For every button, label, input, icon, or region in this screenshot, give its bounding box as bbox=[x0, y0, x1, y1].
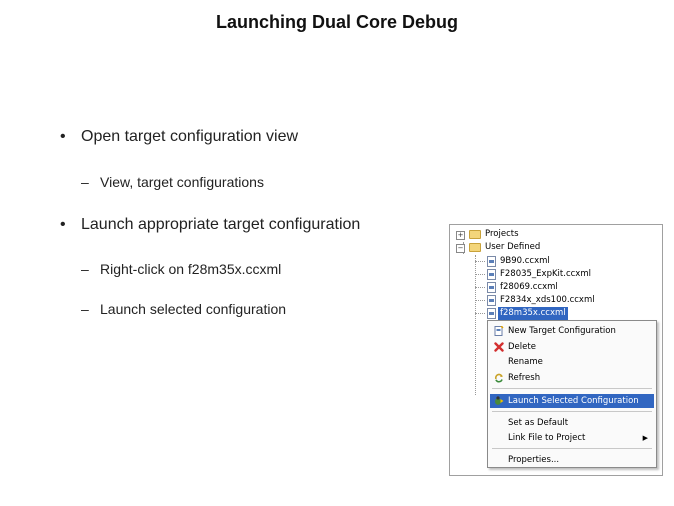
menu-item-label: Refresh bbox=[508, 373, 541, 383]
bullet-marker: • bbox=[60, 216, 66, 233]
menu-item-label: Delete bbox=[508, 342, 536, 352]
tree-connector bbox=[475, 255, 476, 395]
menu-item-label: Set as Default bbox=[508, 418, 569, 428]
tree-item-label: Projects bbox=[485, 229, 519, 239]
ccxml-file-icon bbox=[487, 269, 496, 280]
menu-item-refresh[interactable]: Refresh bbox=[490, 371, 654, 385]
tree-connector bbox=[475, 300, 485, 301]
submenu-arrow-icon: ▶ bbox=[642, 434, 648, 442]
sub-bullet-marker: – bbox=[81, 301, 89, 317]
ccxml-file-icon bbox=[487, 256, 496, 267]
menu-item-label: Properties... bbox=[508, 455, 560, 465]
menu-separator bbox=[492, 448, 652, 449]
tree-connector bbox=[475, 287, 485, 288]
menu-item-label: Link File to Project bbox=[508, 433, 586, 443]
sub-bullet-marker: – bbox=[81, 261, 89, 277]
open-folder-icon bbox=[469, 243, 481, 252]
collapse-icon[interactable]: − bbox=[456, 244, 465, 253]
bullet-text: Launch appropriate target configuration bbox=[81, 216, 361, 233]
sub-bullet-marker: – bbox=[81, 174, 89, 190]
sub-bullet-text: View, target configurations bbox=[100, 174, 264, 190]
menu-item-set-as-default[interactable]: Set as Default bbox=[490, 416, 654, 430]
tree-item-label: 9B90.ccxml bbox=[500, 256, 550, 266]
sub-bullet-text: Right-click on f28m35x.ccxml bbox=[100, 261, 282, 277]
menu-item-launch-selected-configuration[interactable]: Launch Selected Configuration bbox=[490, 394, 654, 408]
tree-item-label: User Defined bbox=[485, 242, 541, 252]
menu-item-label: New Target Configuration bbox=[508, 326, 616, 336]
ccxml-file-icon bbox=[487, 282, 496, 293]
slide-title: Launching Dual Core Debug bbox=[215, 12, 458, 32]
context-menu: New Target Configuration Delete Rename R… bbox=[487, 320, 657, 468]
tree-connector bbox=[475, 274, 485, 275]
menu-item-label: Rename bbox=[508, 357, 543, 367]
menu-separator bbox=[492, 411, 652, 412]
ccxml-file-icon bbox=[487, 295, 496, 306]
bullet-marker: • bbox=[60, 128, 66, 145]
menu-item-properties[interactable]: Properties... bbox=[490, 453, 654, 467]
tree-item-label: f28m35x.ccxml bbox=[498, 307, 568, 320]
folder-icon bbox=[469, 230, 481, 239]
menu-item-rename[interactable]: Rename bbox=[490, 355, 654, 369]
menu-separator bbox=[492, 388, 652, 389]
tree-item-label: F28035_ExpKit.ccxml bbox=[500, 269, 591, 279]
menu-item-new-target-configuration[interactable]: New Target Configuration bbox=[490, 324, 654, 338]
menu-item-label: Launch Selected Configuration bbox=[508, 396, 639, 406]
ccxml-file-icon bbox=[487, 308, 496, 319]
tree-item-label: f28069.ccxml bbox=[500, 282, 558, 292]
tree-item-label: F2834x_xds100.ccxml bbox=[500, 295, 595, 305]
refresh-icon bbox=[494, 373, 504, 383]
tree-connector bbox=[475, 261, 485, 262]
bullet-text: Open target configuration view bbox=[81, 128, 299, 145]
sub-bullet-text: Launch selected configuration bbox=[100, 301, 287, 317]
delete-icon bbox=[494, 342, 504, 352]
new-file-icon bbox=[494, 325, 504, 336]
launch-debug-icon bbox=[494, 396, 504, 406]
tree-connector bbox=[475, 313, 485, 314]
expand-icon[interactable]: + bbox=[456, 231, 465, 240]
menu-item-link-file-to-project[interactable]: Link File to Project ▶ bbox=[490, 431, 654, 445]
menu-item-delete[interactable]: Delete bbox=[490, 340, 654, 354]
